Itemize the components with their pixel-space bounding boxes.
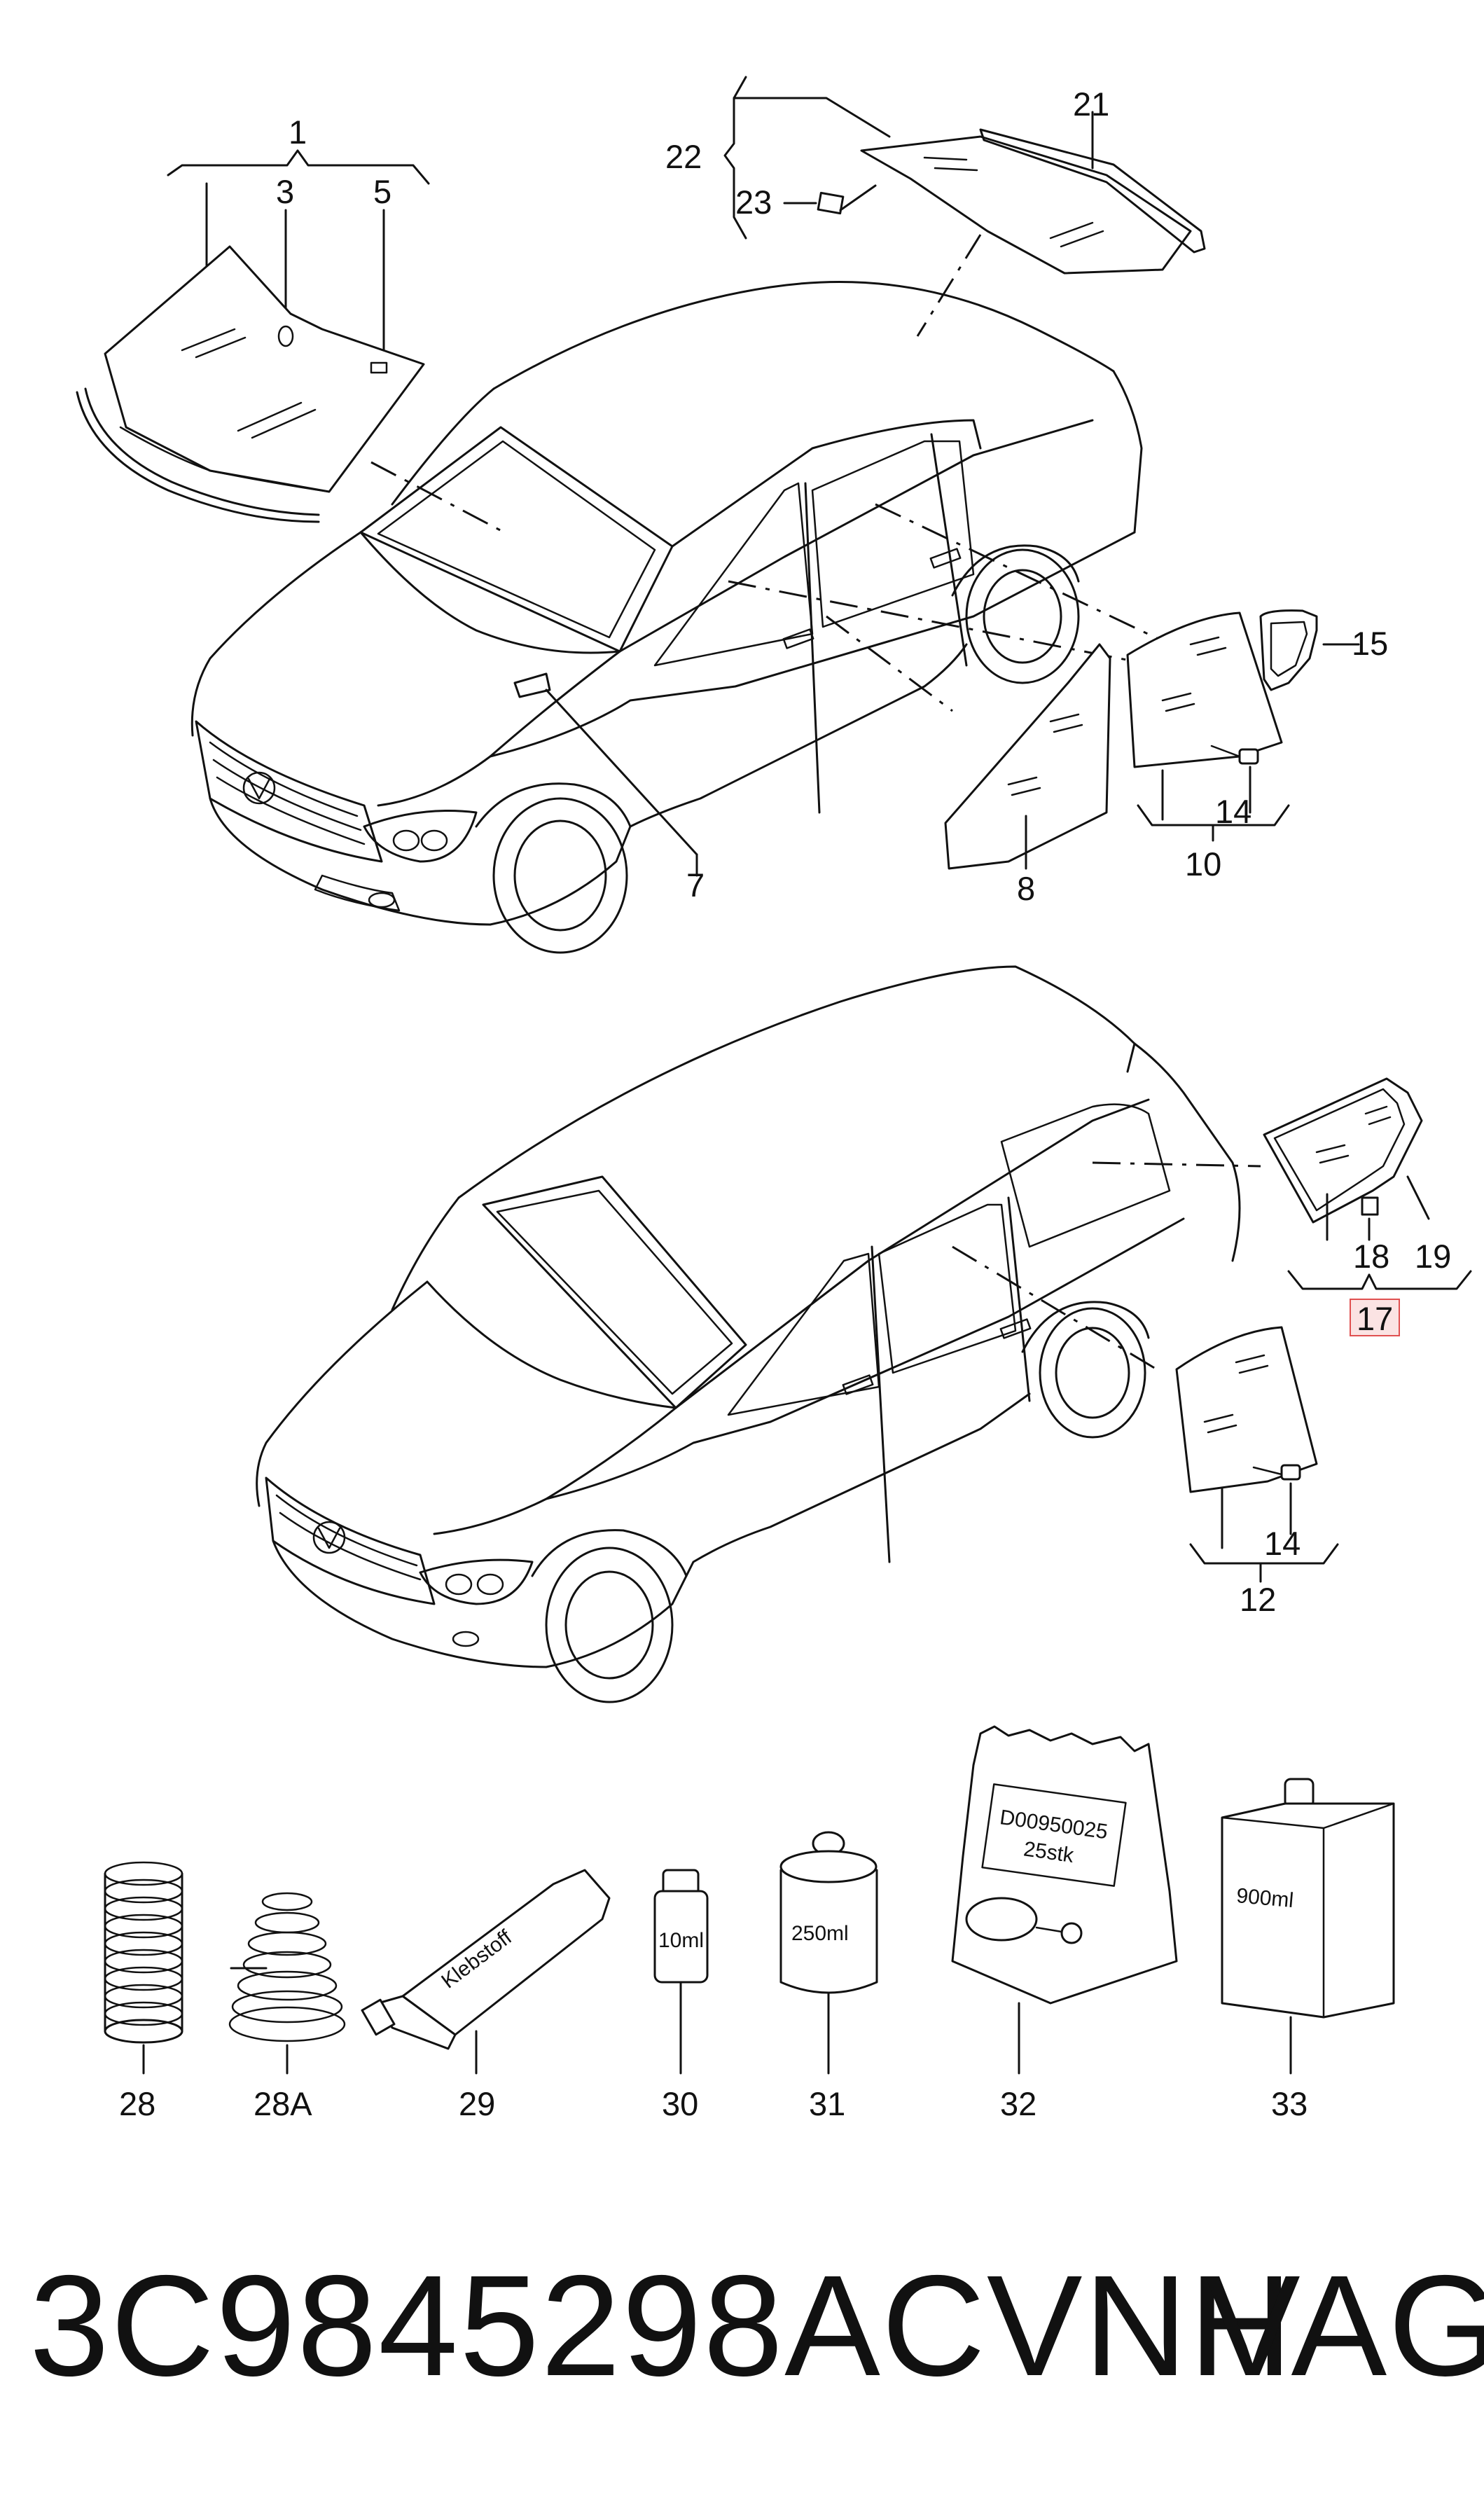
callout-10: 10: [1185, 845, 1221, 883]
callout-5: 5: [373, 173, 391, 210]
callout-33: 33: [1271, 2085, 1308, 2122]
small-bottle-label: 10ml: [658, 1929, 704, 1952]
callout-32: 32: [1000, 2085, 1036, 2122]
sedan-car: [190, 281, 1191, 954]
callout-12: 12: [1240, 1581, 1276, 1618]
callout-15: 15: [1352, 625, 1388, 662]
estate-rear-door-glass[interactable]: [1175, 1326, 1318, 1493]
primer-bottle: 10ml: [653, 1869, 709, 2075]
quarter-glass[interactable]: [1259, 609, 1318, 691]
rear-door-glass[interactable]: [1126, 611, 1283, 768]
sealing-cone-coil: [228, 1892, 346, 2075]
rear-window-glass[interactable]: [860, 135, 1192, 275]
callout-29: 29: [459, 2085, 495, 2122]
sealing-coil: [104, 1861, 183, 2075]
callout-3: 3: [276, 173, 294, 210]
can-label: 250ml: [791, 1922, 849, 1945]
estate-car: [256, 965, 1261, 1703]
rear-window-group: [723, 76, 1206, 337]
cleaner-canister: 900ml: [1221, 1778, 1395, 2075]
primer-can: 250ml: [779, 1831, 878, 2075]
clip-bag: D00950025 25stk: [951, 1725, 1178, 2075]
callout-17: 17: [1357, 1300, 1393, 1337]
part-number: 3C9845298ACVNH: [29, 2246, 1294, 2406]
canister-label: 900ml: [1235, 1884, 1294, 1912]
callout-18: 18: [1353, 1238, 1389, 1275]
callout-8: 8: [1017, 870, 1035, 907]
callout-23: 23: [735, 184, 772, 221]
estate-rear-quarter-glass[interactable]: [1263, 1077, 1423, 1224]
callout-7: 7: [686, 866, 705, 904]
windscreen-group: [76, 149, 505, 534]
callout-17-highlight: [1350, 1299, 1400, 1336]
front-door-glass[interactable]: [944, 643, 1111, 870]
callout-30: 30: [662, 2085, 698, 2122]
callout-22: 22: [665, 138, 702, 175]
windscreen-glass[interactable]: [104, 245, 425, 493]
adhesive-tube: Klebstoff: [361, 1869, 611, 2075]
callout-19: 19: [1415, 1238, 1451, 1275]
brand-name: VAG: [1205, 2246, 1484, 2406]
callout-14-bottom: 14: [1264, 1525, 1301, 1562]
callout-28: 28: [119, 2085, 155, 2122]
callout-21: 21: [1073, 85, 1109, 123]
callout-31: 31: [809, 2085, 845, 2122]
callout-14-top: 14: [1215, 793, 1251, 830]
callout-1: 1: [289, 113, 307, 151]
callout-28A: 28A: [254, 2085, 312, 2122]
